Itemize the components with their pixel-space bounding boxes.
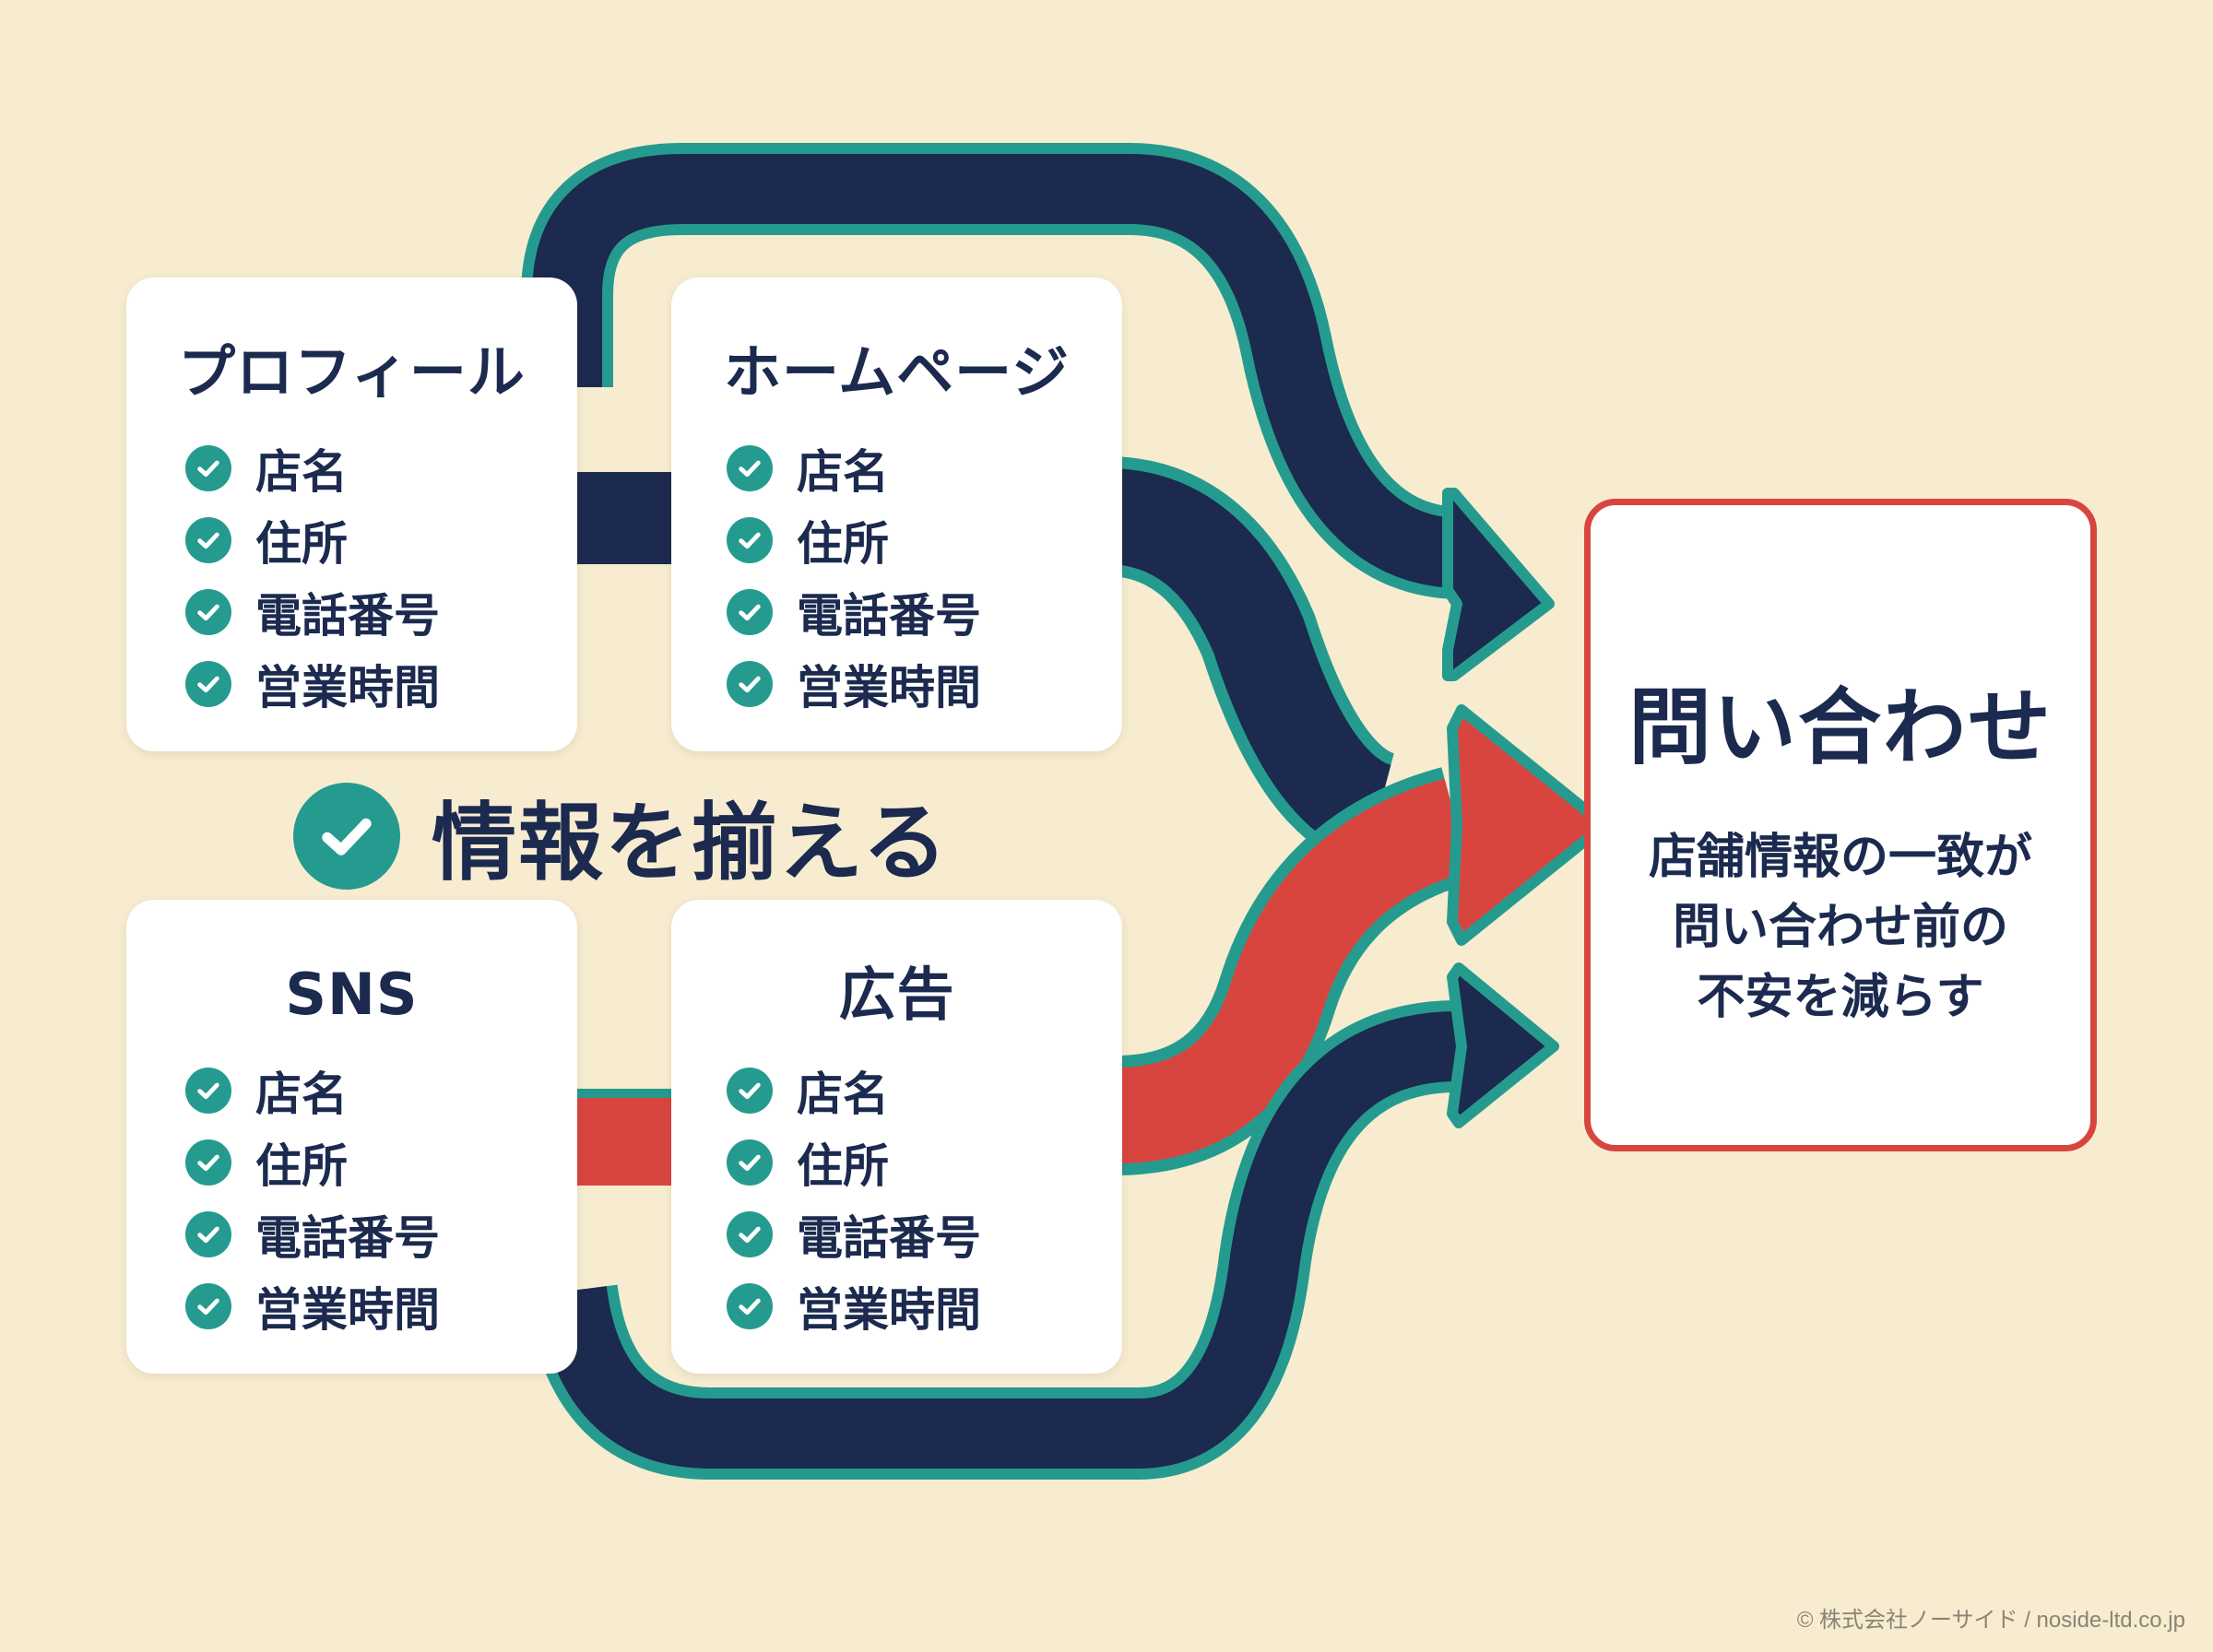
item-label: 住所 <box>797 517 889 571</box>
item-label: 店名 <box>797 1068 889 1121</box>
check-circle-icon <box>727 445 773 491</box>
flow-arrow-top <box>521 143 1555 681</box>
check-circle-icon <box>727 1139 773 1186</box>
card-title: SNS <box>285 961 419 1028</box>
check-circle-icon <box>185 589 231 635</box>
check-circle-icon <box>185 1139 231 1186</box>
check-circle-icon <box>293 782 400 890</box>
card-title: 広告 <box>838 961 955 1028</box>
card-profile: プロフィール 店名 住所 電話番号 営業時間 <box>126 277 577 751</box>
card-sns: SNS 店名 住所 電話番号 営業時間 <box>126 900 577 1374</box>
check-circle-icon <box>185 1068 231 1114</box>
card-title: ホームページ <box>724 338 1070 406</box>
list-item: 店名 <box>185 432 577 504</box>
result-box: 問い合わせ 店舗情報の一致が 問い合わせ前の 不安を減らす <box>1584 499 2097 1151</box>
list-item: 店名 <box>727 432 1122 504</box>
list-item: 営業時間 <box>727 1270 1122 1342</box>
item-label: 電話番号 <box>255 589 440 643</box>
result-body: 店舗情報の一致が 問い合わせ前の 不安を減らす <box>1591 822 2090 1032</box>
flow-arrow-bottom <box>526 962 1559 1480</box>
item-label: 店名 <box>255 1068 348 1121</box>
item-label: 営業時間 <box>255 1283 440 1337</box>
list-item: 住所 <box>727 504 1122 576</box>
check-circle-icon <box>727 1283 773 1329</box>
list-item: 住所 <box>727 1127 1122 1198</box>
check-circle-icon <box>727 1068 773 1114</box>
list-item: 住所 <box>185 1127 577 1198</box>
center-label-text: 情報を揃える <box>432 794 950 892</box>
item-label: 営業時間 <box>255 661 440 714</box>
result-body-line: 問い合わせ前の <box>1672 900 2008 955</box>
result-body-line: 不安を減らす <box>1697 970 1984 1025</box>
list-item: 店名 <box>185 1055 577 1127</box>
check-circle-icon <box>185 517 231 563</box>
list-item: 電話番号 <box>185 1198 577 1270</box>
list-item: 電話番号 <box>727 576 1122 648</box>
result-body-line: 店舗情報の一致が <box>1648 830 2032 885</box>
check-circle-icon <box>185 661 231 707</box>
item-label: 住所 <box>797 1139 889 1193</box>
check-circle-icon <box>727 517 773 563</box>
flow-arrow-mid <box>1104 456 1398 869</box>
list-item: 電話番号 <box>727 1198 1122 1270</box>
item-label: 店名 <box>797 445 889 499</box>
check-circle-icon <box>727 589 773 635</box>
list-item: 営業時間 <box>185 648 577 720</box>
list-item: 電話番号 <box>185 576 577 648</box>
flow-arrow-red <box>1114 704 1610 1175</box>
card-homepage: ホームページ 店名 住所 電話番号 営業時間 <box>671 277 1122 751</box>
item-label: 店名 <box>255 445 348 499</box>
item-label: 住所 <box>255 517 348 571</box>
item-label: 営業時間 <box>797 661 981 714</box>
item-label: 電話番号 <box>255 1211 440 1265</box>
check-circle-icon <box>185 1211 231 1257</box>
item-label: 電話番号 <box>797 589 981 643</box>
check-circle-icon <box>727 1211 773 1257</box>
copyright-credit: © 株式会社ノーサイド / noside-ltd.co.jp <box>1796 1608 2185 1633</box>
card-title: プロフィール <box>178 338 526 406</box>
item-label: 営業時間 <box>797 1283 981 1337</box>
list-item: 住所 <box>185 504 577 576</box>
item-label: 電話番号 <box>797 1211 981 1265</box>
check-circle-icon <box>185 445 231 491</box>
list-item: 店名 <box>727 1055 1122 1127</box>
list-item: 営業時間 <box>185 1270 577 1342</box>
result-title: 問い合わせ <box>1628 679 2053 776</box>
item-label: 住所 <box>255 1139 348 1193</box>
check-circle-icon <box>185 1283 231 1329</box>
card-ad: 広告 店名 住所 電話番号 営業時間 <box>671 900 1122 1374</box>
list-item: 営業時間 <box>727 648 1122 720</box>
check-circle-icon <box>727 661 773 707</box>
center-label: 情報を揃える <box>293 774 949 897</box>
